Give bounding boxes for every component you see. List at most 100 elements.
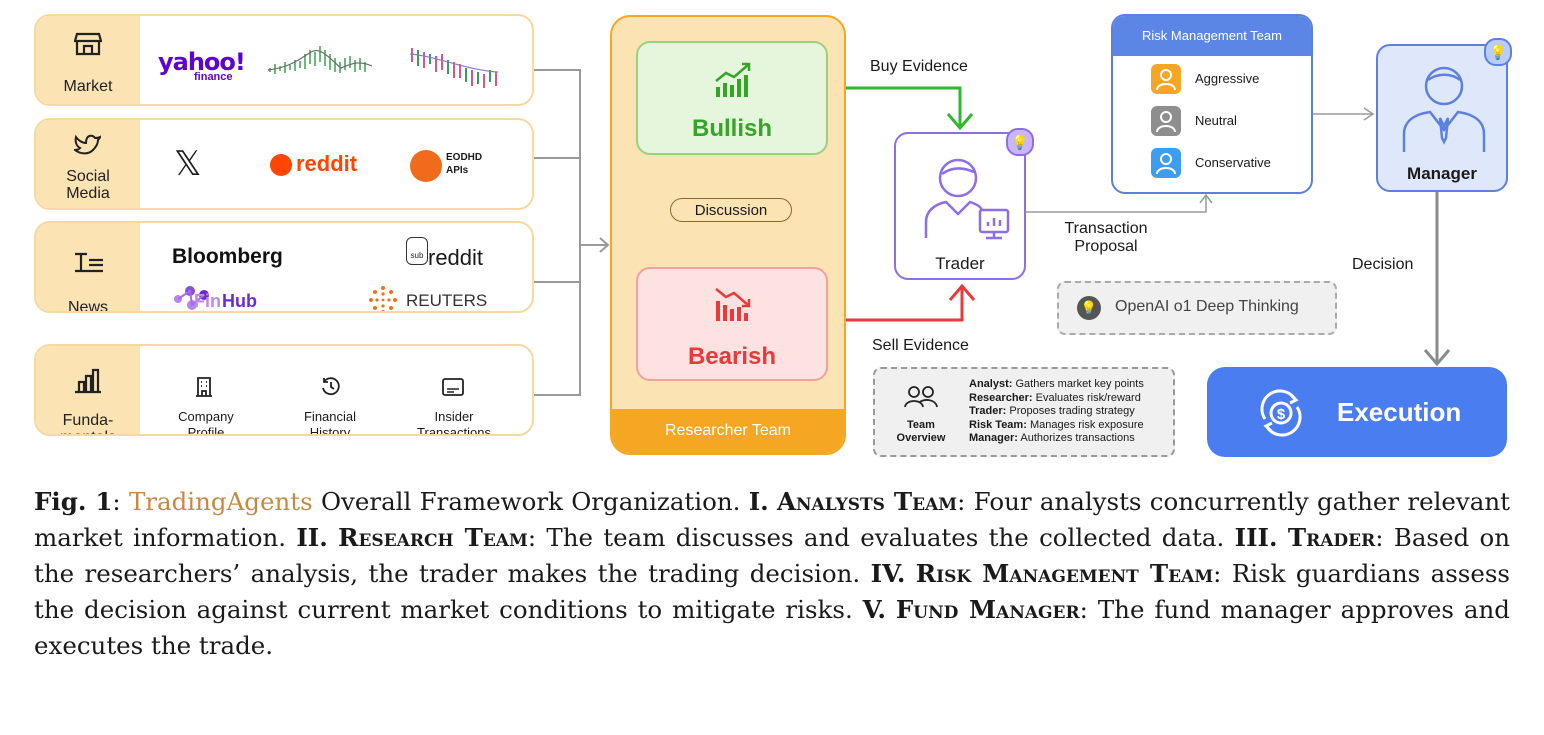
overview-row-manager: Manager: Authorizes transactions bbox=[969, 432, 1135, 444]
finhub-logo-icon bbox=[174, 286, 209, 310]
framework-diagram: Market yahoo! finance Socia bbox=[34, 14, 1512, 457]
figure-number: Fig. 1 bbox=[34, 487, 113, 516]
building-icon bbox=[196, 377, 212, 397]
news-category: News bbox=[36, 223, 140, 311]
overview-row-analyst: Analyst: Gathers market key points bbox=[969, 378, 1144, 390]
bearish-researcher: Bearish bbox=[636, 267, 828, 381]
overview-row-researcher: Researcher: Evaluates risk/reward bbox=[969, 391, 1141, 404]
section-3-number: III. bbox=[1234, 523, 1278, 552]
news-text-icon bbox=[75, 252, 103, 273]
social-category: Social Media bbox=[36, 120, 140, 208]
section-3-title: Trader bbox=[1287, 523, 1376, 552]
buy-evidence-label: Buy Evidence bbox=[870, 58, 968, 75]
manager-person-icon bbox=[1402, 66, 1486, 152]
candlestick-chart-icon bbox=[409, 48, 499, 88]
social-label-line1: Social bbox=[66, 168, 110, 185]
eodhd-text-line1: EODHD bbox=[446, 152, 483, 163]
reddit-logo-icon bbox=[270, 154, 292, 176]
figure-caption: Fig. 1: TradingAgents Overall Framework … bbox=[34, 487, 1511, 660]
dollar-cycle-icon: $ bbox=[1260, 389, 1302, 437]
overview-row-trader: Trader: Proposes trading strategy bbox=[969, 405, 1135, 417]
sell-evidence-label: Sell Evidence bbox=[872, 337, 969, 354]
analyst-social-media: Social Media 𝕏 reddit EODHD APIs bbox=[34, 118, 534, 210]
reddit-wordmark: reddit bbox=[296, 151, 358, 176]
connector-lines bbox=[534, 69, 1451, 396]
risk-management-team: Risk Management Team Aggressive Neutral … bbox=[1111, 14, 1313, 194]
section-1-title: Analysts Team bbox=[776, 487, 958, 516]
card-icon bbox=[442, 378, 464, 396]
store-icon bbox=[74, 32, 102, 56]
risk-team-header: Risk Management Team bbox=[1113, 16, 1311, 56]
execution-label: Execution bbox=[1337, 397, 1462, 427]
section-1-number: I. bbox=[748, 487, 769, 516]
wave-chart-icon bbox=[267, 46, 373, 74]
trader-person-icon bbox=[924, 158, 1010, 240]
market-label: Market bbox=[63, 78, 113, 95]
section-2-number: II. bbox=[296, 523, 328, 552]
bullish-researcher: Bullish bbox=[636, 41, 828, 155]
history-icon bbox=[322, 377, 340, 396]
manager-label: Manager bbox=[1407, 164, 1477, 183]
svg-text:$: $ bbox=[1277, 406, 1286, 423]
team-icon bbox=[904, 386, 938, 408]
social-label-line2: Media bbox=[66, 185, 110, 202]
analyst-news: News Bloomberg sub reddit Fin Hub REUTER… bbox=[34, 221, 534, 313]
aggressive-label: Aggressive bbox=[1195, 71, 1260, 86]
bearish-chart-icon bbox=[715, 288, 751, 321]
tradingagents-name: TradingAgents bbox=[128, 487, 313, 516]
conservative-label: Conservative bbox=[1195, 155, 1271, 170]
decision-label: Decision bbox=[1352, 256, 1414, 273]
manager-node: 💡 Manager bbox=[1376, 38, 1512, 192]
bloomberg-logo: Bloomberg bbox=[172, 245, 283, 268]
bearish-label: Bearish bbox=[687, 343, 777, 370]
twitter-bird-icon bbox=[74, 134, 102, 155]
conservative-avatar-icon bbox=[1151, 148, 1181, 178]
reuters-wordmark: REUTERS bbox=[406, 291, 488, 310]
subreddit-icon: sub bbox=[406, 237, 428, 265]
news-label: News bbox=[67, 299, 108, 313]
overview-row-risk-team: Risk Team: Manages risk exposure bbox=[969, 418, 1144, 431]
section-2-title: Research Team bbox=[338, 523, 528, 552]
section-4-number: IV. bbox=[870, 559, 906, 588]
analyst-market: Market yahoo! finance bbox=[34, 14, 534, 106]
lightbulb-icon: 💡 bbox=[1484, 38, 1512, 66]
yahoo-finance-text: finance bbox=[194, 71, 233, 83]
lightbulb-icon: 💡 bbox=[1006, 128, 1034, 156]
eodhd-logo-icon bbox=[410, 150, 442, 182]
trader-node: 💡 Trader bbox=[894, 128, 1034, 280]
x-logo: 𝕏 bbox=[174, 145, 202, 183]
lightbulb-icon: 💡 bbox=[1077, 296, 1101, 320]
bar-chart-icon bbox=[75, 368, 101, 394]
section-3-text: Based on the researchers’ analysis, the … bbox=[34, 523, 1511, 588]
fundamentals-label-line1: Funda- bbox=[62, 412, 114, 429]
caption-intro: Overall Framework Organization. bbox=[320, 487, 741, 516]
researcher-team-label: Researcher Team bbox=[612, 409, 844, 453]
section-5-number: V. bbox=[862, 595, 886, 624]
discussion-badge: Discussion bbox=[670, 198, 792, 222]
neutral-label: Neutral bbox=[1195, 113, 1237, 128]
section-4-title: Risk Management Team bbox=[915, 559, 1214, 588]
trader-label: Trader bbox=[935, 254, 985, 273]
bullish-chart-icon bbox=[715, 62, 751, 97]
neutral-avatar-icon bbox=[1151, 106, 1181, 136]
section-5-title: Fund Manager bbox=[895, 595, 1080, 624]
openai-label: OpenAI o1 Deep Thinking bbox=[1115, 298, 1299, 315]
openai-deep-thinking-badge: 💡 OpenAI o1 Deep Thinking bbox=[1057, 281, 1337, 335]
aggressive-avatar-icon bbox=[1151, 64, 1181, 94]
reuters-logo-icon bbox=[369, 286, 397, 311]
finhub-hub: Hub bbox=[222, 291, 257, 311]
section-5-text: The fund manager approves and executes t… bbox=[34, 595, 1510, 660]
eodhd-text-line2: APIs bbox=[446, 165, 469, 176]
fundamentals-label-line2: mentals bbox=[36, 429, 140, 434]
researcher-team: Bullish Discussion Bearish Researcher Te… bbox=[610, 15, 846, 455]
market-category: Market bbox=[36, 16, 140, 104]
subreddit-wordmark: reddit bbox=[428, 245, 484, 270]
section-1-text: Four analysts concurrently gather releva… bbox=[34, 487, 1510, 552]
